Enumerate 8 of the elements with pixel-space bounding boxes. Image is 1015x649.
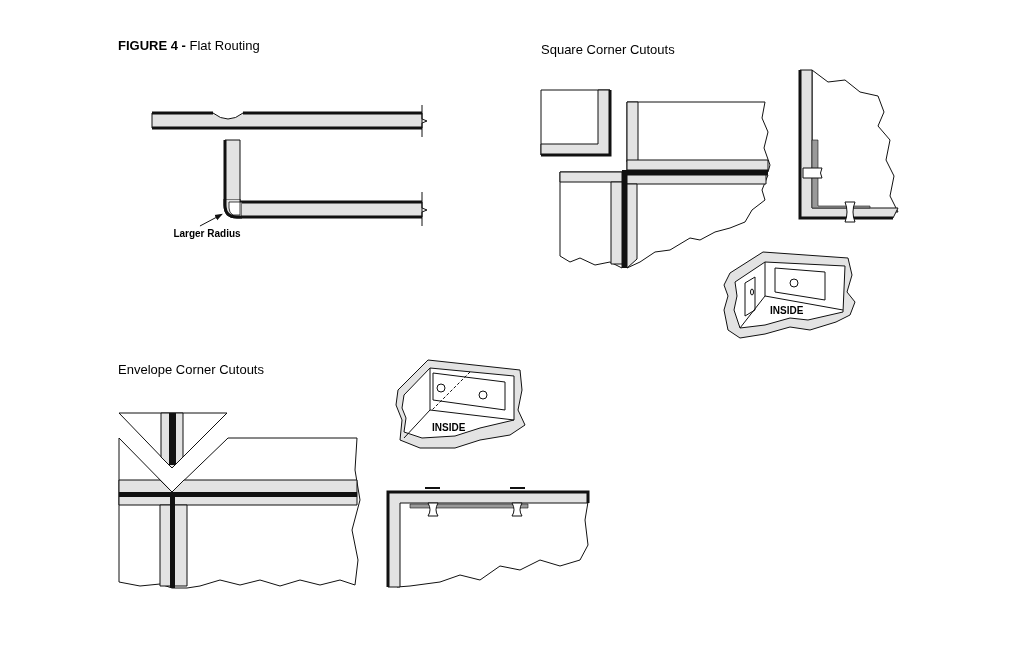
inside-label: INSIDE [770,304,804,318]
callout-text: Larger Radius [163,226,251,242]
section-heading: Square Corner Cutouts [541,41,675,59]
inside-label: INSIDE [432,421,466,435]
section-heading: Envelope Corner Cutouts [118,361,264,379]
figure-title: FIGURE 4 - Flat Routing [118,37,260,55]
leader-line [199,213,223,227]
rounded-bend-drawing [222,199,242,219]
